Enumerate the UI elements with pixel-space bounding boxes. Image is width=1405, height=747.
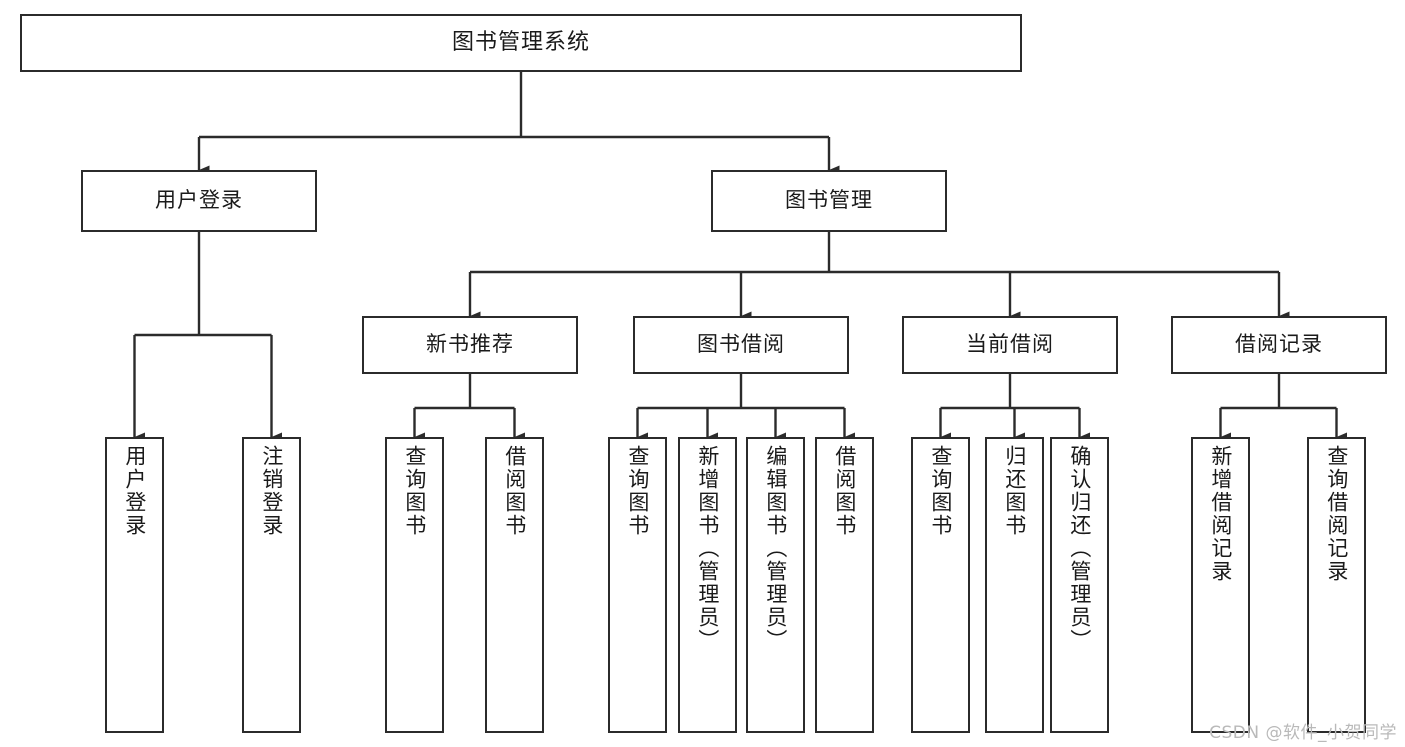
node-leaf-query-book-bor[interactable]: 查询图书 [608,437,667,733]
node-leaf-borrow-book-rec[interactable]: 借阅图书 [485,437,544,733]
watermark-text: CSDN @软件_小贺同学 [1209,723,1397,743]
node-leaf-query-book-rec-label: 查询图书 [402,445,427,537]
node-leaf-add-record[interactable]: 新增借阅记录 [1191,437,1250,733]
node-leaf-query-book-bor-label: 查询图书 [625,445,650,537]
node-book-borrow-label: 图书借阅 [697,332,785,357]
node-leaf-confirm-return[interactable]: 确认归还（管理员） [1050,437,1109,733]
node-leaf-query-record-label: 查询借阅记录 [1324,445,1349,583]
node-new-book-rec-label: 新书推荐 [426,332,514,357]
node-leaf-user-login-label: 用户登录 [122,445,147,537]
node-leaf-add-record-label: 新增借阅记录 [1208,445,1233,583]
node-user-login-label: 用户登录 [155,188,243,213]
node-leaf-borrow-book-rec-label: 借阅图书 [502,445,527,537]
node-user-login[interactable]: 用户登录 [81,170,317,232]
node-book-borrow[interactable]: 图书借阅 [633,316,849,374]
node-borrow-record[interactable]: 借阅记录 [1171,316,1387,374]
node-leaf-user-logout[interactable]: 注销登录 [242,437,301,733]
node-new-book-rec[interactable]: 新书推荐 [362,316,578,374]
node-leaf-user-logout-label: 注销登录 [259,445,284,537]
node-current-borrow[interactable]: 当前借阅 [902,316,1118,374]
node-leaf-return-book[interactable]: 归还图书 [985,437,1044,733]
node-leaf-user-login[interactable]: 用户登录 [105,437,164,733]
connector-lines [133,72,1347,442]
node-current-borrow-label: 当前借阅 [966,332,1054,357]
node-leaf-confirm-return-label: 确认归还（管理员） [1067,445,1092,652]
node-leaf-edit-book[interactable]: 编辑图书（管理员） [746,437,805,733]
node-leaf-borrow-book[interactable]: 借阅图书 [815,437,874,733]
node-book-manage-label: 图书管理 [785,188,873,213]
node-root-label: 图书管理系统 [451,29,590,55]
node-root[interactable]: 图书管理系统 [20,14,1022,72]
node-borrow-record-label: 借阅记录 [1235,332,1323,357]
node-leaf-return-book-label: 归还图书 [1002,445,1027,537]
node-leaf-query-book-cur[interactable]: 查询图书 [911,437,970,733]
node-leaf-edit-book-label: 编辑图书（管理员） [763,445,788,652]
node-leaf-add-book[interactable]: 新增图书（管理员） [678,437,737,733]
node-book-manage[interactable]: 图书管理 [711,170,947,232]
node-leaf-query-book-rec[interactable]: 查询图书 [385,437,444,733]
node-leaf-query-record[interactable]: 查询借阅记录 [1307,437,1366,733]
node-leaf-query-book-cur-label: 查询图书 [928,445,953,537]
node-leaf-borrow-book-label: 借阅图书 [832,445,857,537]
node-leaf-add-book-label: 新增图书（管理员） [695,445,720,652]
